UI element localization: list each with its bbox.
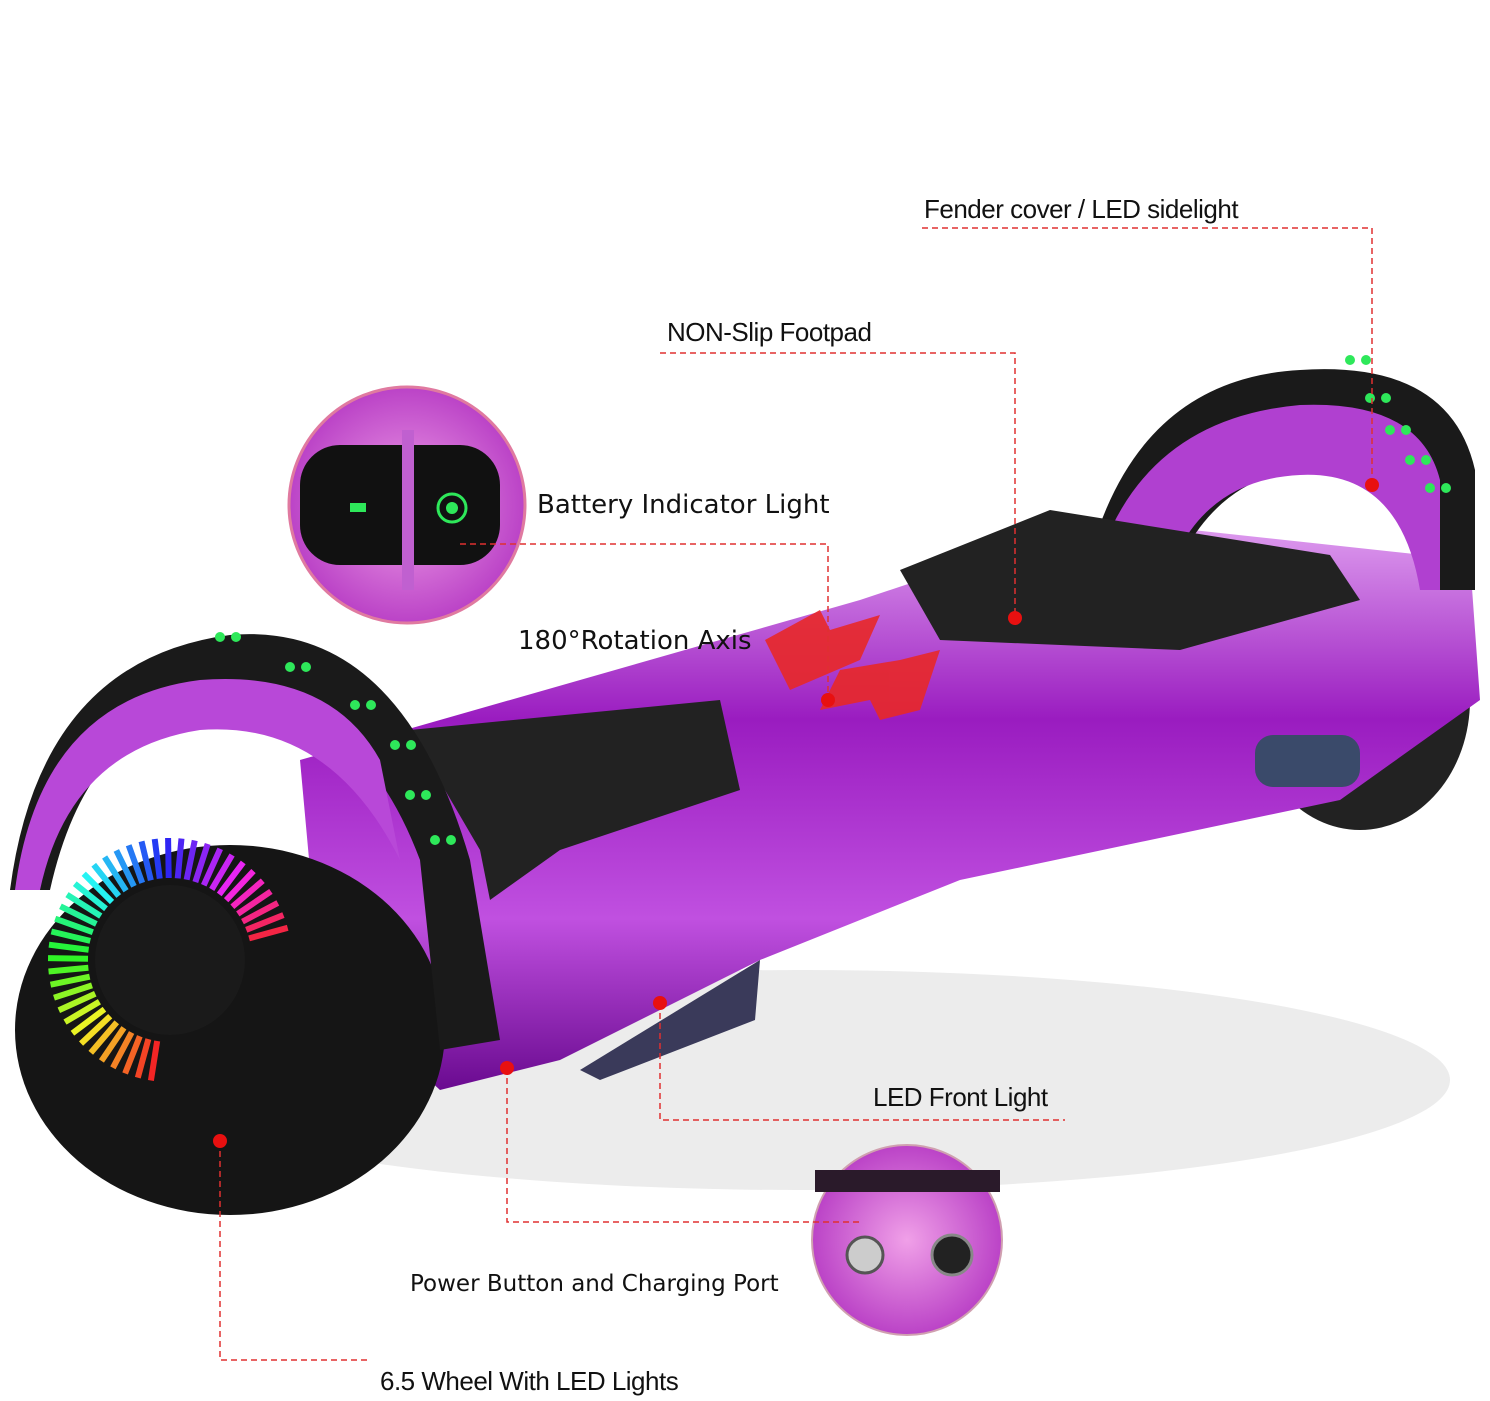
callout-rotation: 180°Rotation Axis bbox=[518, 626, 752, 656]
wheel-led-segment bbox=[53, 982, 93, 1001]
fender-led-dot bbox=[285, 662, 295, 672]
wheel-led-segment bbox=[122, 1035, 143, 1075]
fender-led-dot bbox=[446, 835, 456, 845]
wheel-led-segment bbox=[165, 837, 172, 879]
wheel-led-segment bbox=[147, 1040, 161, 1081]
charging-port-icon bbox=[930, 1233, 974, 1277]
fender-led-dot bbox=[301, 662, 311, 672]
fender-led-dot bbox=[406, 740, 416, 750]
wheel-led-segment bbox=[72, 881, 108, 912]
wheel-led-segment bbox=[209, 853, 235, 891]
wheel-led-segment bbox=[65, 892, 103, 919]
led-rear-light-panel bbox=[1255, 735, 1360, 787]
wheel-led-segment bbox=[47, 955, 89, 962]
fender-led-dot bbox=[215, 632, 225, 642]
callout-dots bbox=[213, 478, 1379, 1148]
wheel-led-segment bbox=[110, 1031, 135, 1070]
fender-led-dot bbox=[1381, 393, 1391, 403]
callout-lines bbox=[219, 227, 1373, 1361]
wheel-led-segment bbox=[91, 862, 122, 898]
wheel-led-segment bbox=[57, 991, 97, 1013]
callout-footpad: NON-Slip Footpad bbox=[667, 317, 872, 347]
fender-led-dot bbox=[231, 632, 241, 642]
fender-led-dot bbox=[1385, 425, 1395, 435]
wheel-led-segment bbox=[79, 1013, 113, 1046]
wheel-led-segment bbox=[223, 869, 256, 903]
wheel-led-segment bbox=[216, 860, 246, 897]
callout-front-light: LED Front Light bbox=[873, 1082, 1048, 1112]
wheel-led-segment bbox=[63, 999, 101, 1025]
power-indicator-icon bbox=[436, 492, 468, 524]
fender-led-dot bbox=[390, 740, 400, 750]
wheel-led-segment bbox=[241, 900, 280, 925]
fender-led-dot bbox=[430, 835, 440, 845]
charging-port-inset bbox=[811, 1144, 1003, 1336]
fender-led-dot bbox=[1361, 355, 1371, 365]
fender-led-dot bbox=[1425, 483, 1435, 493]
wheel-led-segment bbox=[48, 941, 90, 953]
wheel-led-segment bbox=[183, 839, 198, 881]
fender-led-dot bbox=[1345, 355, 1355, 365]
wheel-led-segment bbox=[88, 1020, 120, 1055]
callout-wheel: 6.5 Wheel With LED Lights bbox=[380, 1366, 679, 1396]
wheel-led-segment bbox=[49, 973, 91, 988]
led-front-light-panel bbox=[580, 960, 760, 1080]
wheel-led-ring bbox=[47, 837, 289, 1081]
fender-led-dot bbox=[1365, 393, 1375, 403]
wheel-led-segment bbox=[245, 912, 285, 933]
fender-led-dots bbox=[215, 355, 1451, 845]
wheel-led-segment bbox=[50, 928, 91, 944]
fender-led-dot bbox=[1401, 425, 1411, 435]
front-fender bbox=[10, 634, 500, 1050]
battery-icon bbox=[350, 503, 366, 512]
callout-power: Power Button and Charging Port bbox=[410, 1271, 779, 1297]
wheel-led-segment bbox=[174, 838, 185, 879]
wheel-led-segment bbox=[192, 843, 211, 883]
wheel-led-segment bbox=[125, 844, 146, 884]
wheel-led-segment bbox=[48, 964, 89, 975]
wheel-led-segment bbox=[54, 915, 94, 936]
wheel-led-segment bbox=[134, 1038, 152, 1079]
wheel-led-segment bbox=[81, 871, 115, 905]
fender-led-dot bbox=[405, 790, 415, 800]
fender-led-dot bbox=[421, 790, 431, 800]
hoverboard-body bbox=[300, 520, 1480, 1090]
wheel-led-segment bbox=[113, 849, 137, 888]
wheel-led-segment bbox=[138, 840, 154, 881]
callout-battery: Battery Indicator Light bbox=[537, 490, 830, 520]
fender-led-dot bbox=[1441, 483, 1451, 493]
fender-led-dot bbox=[1405, 455, 1415, 465]
wheel-led-segment bbox=[59, 903, 98, 927]
fender-led-dot bbox=[366, 700, 376, 710]
wheel-led-segment bbox=[102, 855, 129, 893]
wheel-led-segment bbox=[230, 878, 265, 910]
wheel-led-segment bbox=[236, 888, 273, 917]
rotation-arrows-icon bbox=[765, 610, 940, 720]
front-footpad bbox=[410, 700, 740, 900]
callout-fender: Fender cover / LED sidelight bbox=[924, 194, 1239, 224]
power-button-icon bbox=[845, 1235, 885, 1275]
fender-led-dot bbox=[350, 700, 360, 710]
fender-led-dot bbox=[1421, 455, 1431, 465]
wheel-led-segment bbox=[98, 1026, 127, 1063]
wheel-led-segment bbox=[248, 924, 289, 942]
wheel-led-segment bbox=[151, 838, 163, 880]
wheel-led-segment bbox=[201, 847, 223, 887]
wheel-led-segment bbox=[70, 1006, 107, 1036]
